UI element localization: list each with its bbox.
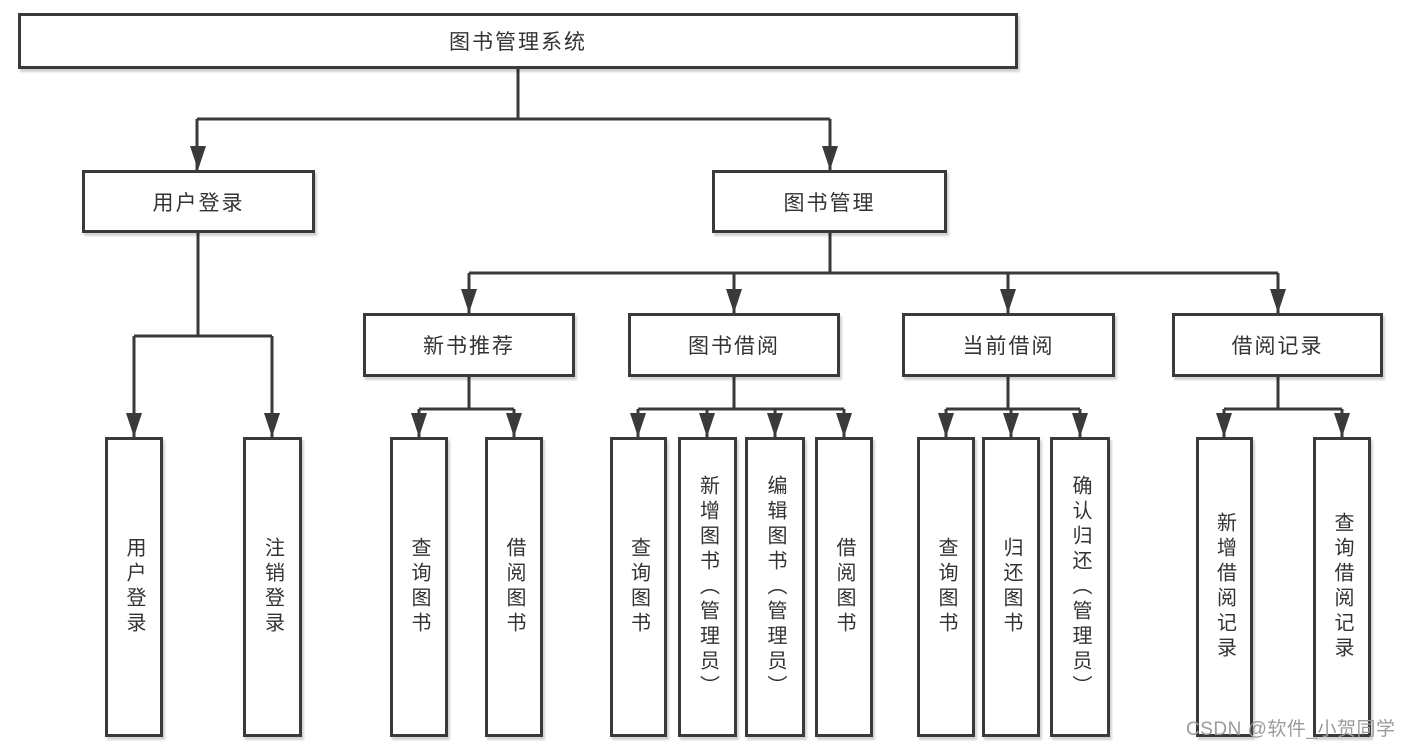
leaf-query-borrow-record: 查询借阅记录 (1313, 437, 1371, 737)
connector-book-borrow-children (630, 377, 852, 437)
leaf-logout-login-label: 注销登录 (261, 537, 284, 637)
connector-new-book-recommend-children (411, 377, 522, 437)
node-user-login: 用户登录 (82, 170, 315, 233)
leaf-logout-login: 注销登录 (243, 437, 302, 737)
connector-book-management-children (461, 233, 1286, 313)
node-new-book-recommend: 新书推荐 (363, 313, 575, 377)
connector-root-to-level2 (190, 69, 838, 170)
leaf-return-book-label: 归还图书 (1000, 537, 1022, 637)
connector-user-login-children (126, 233, 280, 437)
leaf-query-book-recommend-label: 查询图书 (408, 537, 430, 637)
leaf-add-book-admin-label: 新增图书（管理员） (696, 474, 719, 700)
node-borrow-records: 借阅记录 (1172, 313, 1383, 377)
node-current-borrow: 当前借阅 (902, 313, 1115, 377)
leaf-user-login-label: 用户登录 (123, 537, 145, 637)
leaf-query-book-current: 查询图书 (917, 437, 975, 737)
leaf-query-book-recommend: 查询图书 (390, 437, 448, 737)
leaf-borrow-book-borrow-label: 借阅图书 (833, 537, 855, 637)
leaf-borrow-book-recommend: 借阅图书 (485, 437, 543, 737)
connector-borrow-records-children (1216, 377, 1350, 437)
leaf-return-book: 归还图书 (982, 437, 1040, 737)
leaf-query-book-borrow-label: 查询图书 (627, 537, 650, 637)
node-root-system: 图书管理系统 (18, 13, 1018, 69)
leaf-user-login: 用户登录 (105, 437, 163, 737)
leaf-edit-book-admin: 编辑图书（管理员） (745, 437, 805, 737)
watermark: CSDN @软件_小贺同学 (1186, 719, 1396, 740)
leaf-borrow-book-borrow: 借阅图书 (815, 437, 873, 737)
connector-current-borrow-children (938, 377, 1088, 437)
leaf-borrow-book-recommend-label: 借阅图书 (503, 537, 525, 637)
node-book-management: 图书管理 (712, 170, 947, 233)
leaf-confirm-return-admin: 确认归还（管理员） (1050, 437, 1110, 737)
leaf-query-book-current-label: 查询图书 (935, 537, 957, 637)
leaf-query-borrow-record-label: 查询借阅记录 (1331, 512, 1353, 662)
leaf-add-borrow-record: 新增借阅记录 (1196, 437, 1253, 737)
leaf-add-book-admin: 新增图书（管理员） (678, 437, 737, 737)
node-book-borrow: 图书借阅 (628, 313, 840, 377)
leaf-edit-book-admin-label: 编辑图书（管理员） (764, 474, 786, 700)
leaf-confirm-return-admin-label: 确认归还（管理员） (1069, 474, 1091, 700)
leaf-query-book-borrow: 查询图书 (610, 437, 667, 737)
leaf-add-borrow-record-label: 新增借阅记录 (1213, 512, 1236, 662)
